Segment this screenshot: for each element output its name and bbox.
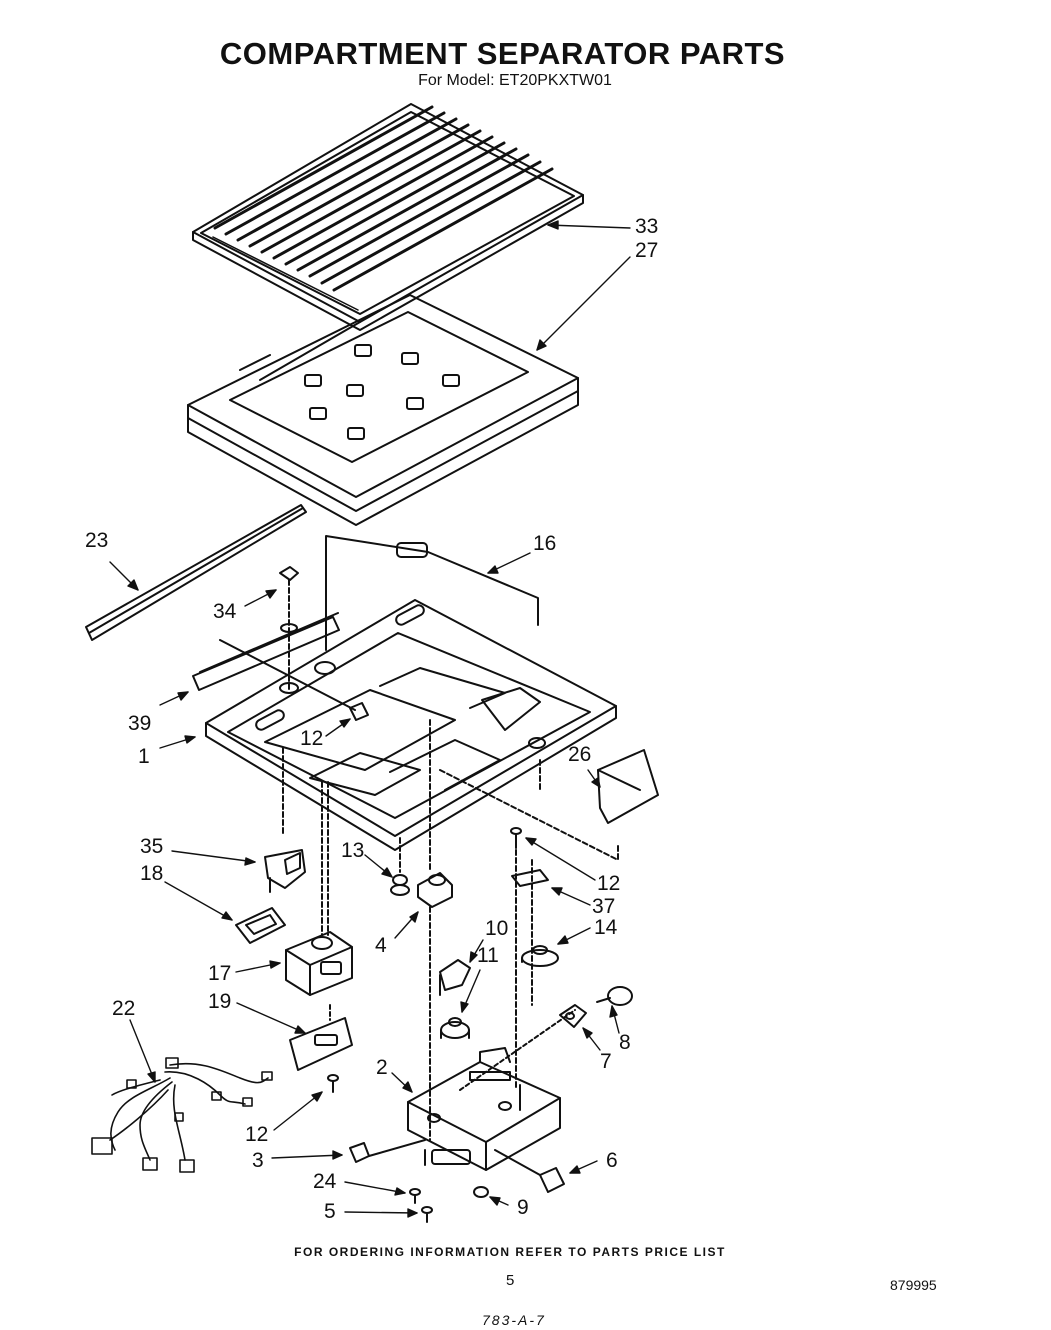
fastener-parts	[192, 566, 369, 721]
wire-harness-part	[91, 1057, 273, 1173]
bottom-code: 783-A-7	[482, 1312, 546, 1328]
callout-5: 5	[324, 1200, 336, 1223]
model-subtitle: For Model: ET20PKXTW01	[418, 72, 612, 89]
callout-19: 19	[208, 990, 232, 1013]
callout-14: 14	[594, 916, 618, 939]
bezel-plate-part	[235, 907, 286, 944]
callout-34: 34	[213, 600, 237, 623]
lamp-socket-bulb-parts	[559, 986, 633, 1028]
callout-9: 9	[517, 1196, 529, 1219]
callout-3: 3	[252, 1149, 264, 1172]
callout-13: 13	[341, 839, 365, 862]
callout-8: 8	[619, 1031, 631, 1054]
callout-6: 6	[606, 1149, 618, 1172]
separator-pan-part	[205, 599, 619, 936]
callout-26: 26	[568, 743, 592, 766]
screw-clip-parts	[510, 827, 549, 1091]
callout-22: 22	[112, 997, 136, 1020]
ordering-info-footer: FOR ORDERING INFORMATION REFER TO PARTS …	[294, 1245, 726, 1259]
screw-part	[327, 1074, 339, 1093]
callout-4: 4	[375, 934, 387, 957]
callout-39: 39	[128, 712, 152, 735]
callout-27: 27	[635, 239, 659, 262]
callout-12-housing: 12	[245, 1123, 269, 1146]
small-hardware-parts	[349, 1139, 565, 1223]
callout-23: 23	[85, 529, 109, 552]
callout-leader-lines	[109, 220, 631, 1218]
callout-2: 2	[376, 1056, 388, 1079]
callout-11: 11	[477, 944, 499, 967]
cover-plate-part	[289, 1004, 353, 1071]
grille-cover-part	[192, 103, 584, 331]
document-number: 879995	[890, 1277, 937, 1293]
callout-12-screw: 12	[597, 872, 621, 895]
heater-wire-part	[325, 535, 539, 651]
callout-35: 35	[140, 835, 164, 858]
separator-frame-part	[187, 294, 579, 526]
callout-18: 18	[140, 862, 164, 885]
trim-strip-part	[85, 504, 307, 641]
callout-37: 37	[592, 895, 616, 918]
grommet-part	[390, 874, 410, 896]
control-housing-part	[285, 931, 353, 996]
page-title: COMPARTMENT SEPARATOR PARTS	[219, 36, 786, 71]
callout-17: 17	[208, 962, 232, 985]
callout-33: 33	[635, 215, 659, 238]
callout-7: 7	[600, 1050, 612, 1073]
callout-1: 1	[138, 745, 150, 768]
control-knob-part	[264, 849, 306, 893]
fan-hub-part	[521, 945, 559, 967]
wedge-bracket-part	[597, 749, 659, 824]
callout-16: 16	[533, 532, 557, 555]
callout-12-pan: 12	[300, 727, 324, 750]
thermostat-part	[439, 959, 471, 1039]
control-housing-base-part	[407, 1009, 576, 1171]
callout-24: 24	[313, 1170, 337, 1193]
damper-motor-part	[417, 872, 453, 1141]
page-number: 5	[506, 1272, 515, 1289]
callout-10: 10	[485, 917, 509, 940]
